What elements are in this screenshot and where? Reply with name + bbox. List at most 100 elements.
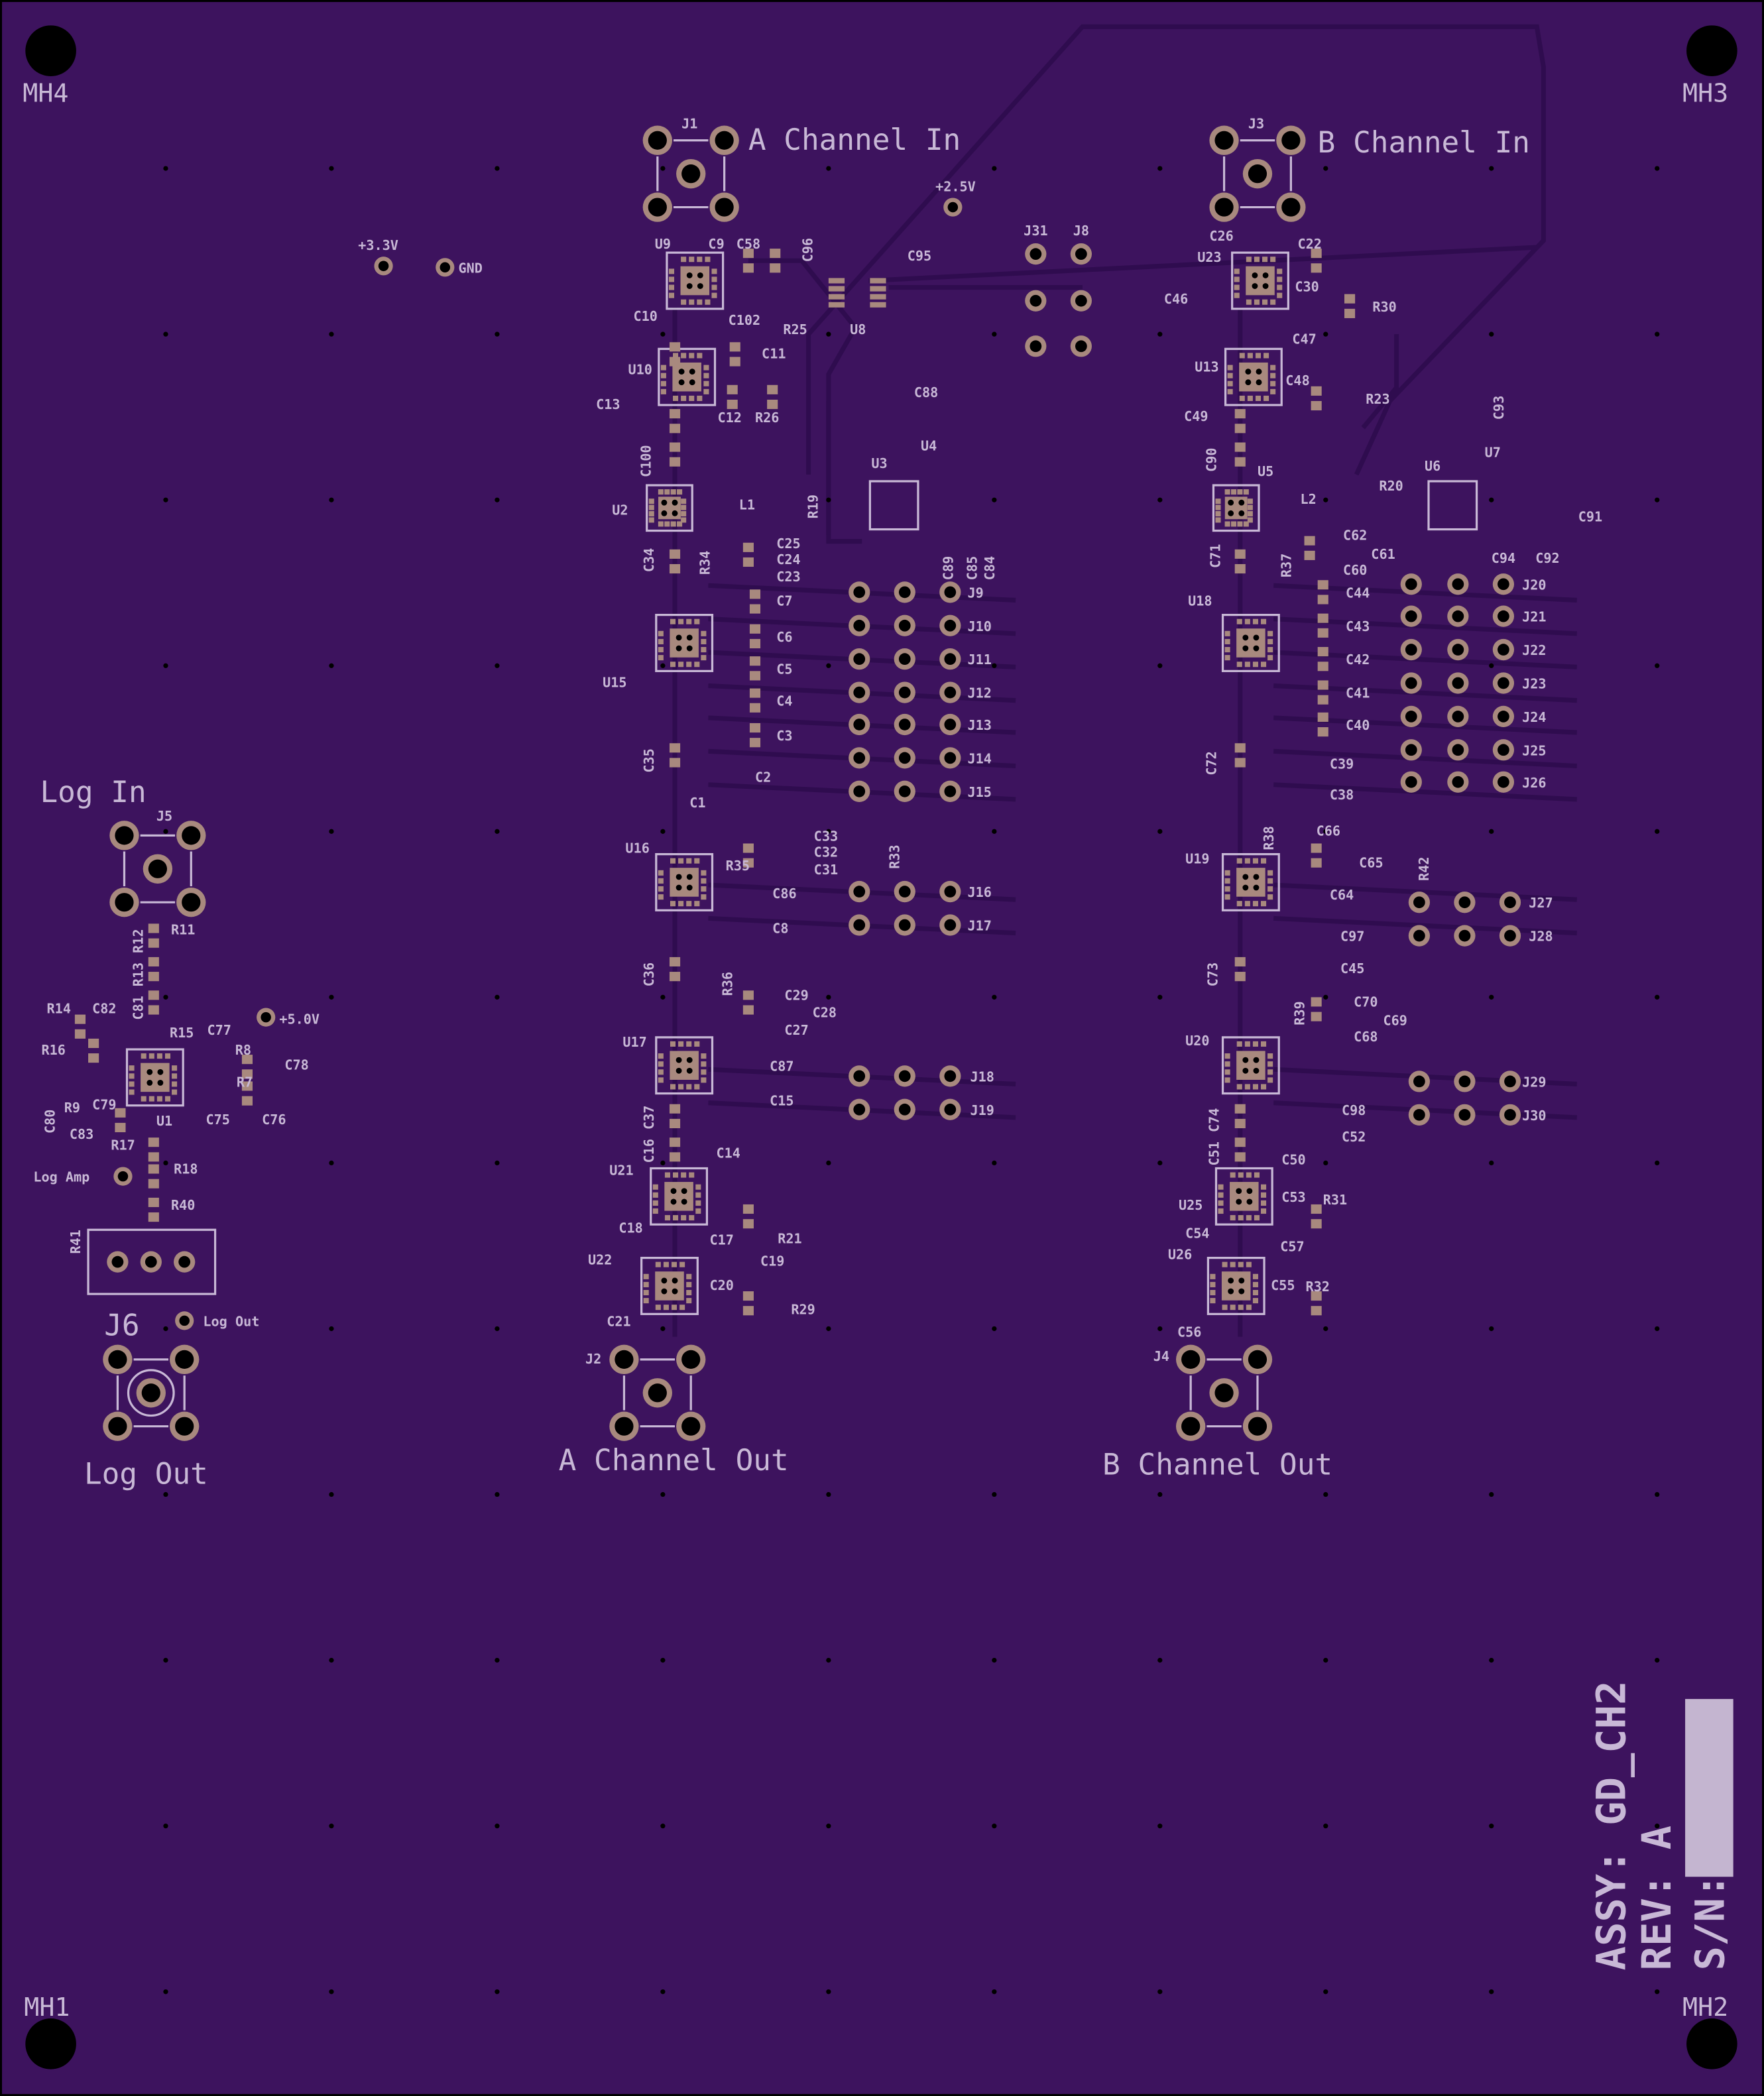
thermal-via <box>670 1188 677 1194</box>
via <box>1323 1989 1328 1995</box>
ic-qfn <box>1231 251 1289 310</box>
chip-pad <box>1234 743 1246 753</box>
chip-pad <box>770 249 781 259</box>
drill-hole <box>615 1417 634 1436</box>
ic-pin <box>1277 292 1283 298</box>
drill-hole <box>182 893 201 912</box>
via <box>163 1824 168 1829</box>
chip-pad <box>1344 308 1356 318</box>
ic-outline <box>1224 347 1283 406</box>
chip-pad <box>749 738 761 748</box>
via <box>660 1989 666 1995</box>
ic-pin <box>686 1290 692 1296</box>
thermal-via <box>147 1079 153 1086</box>
ic-pin <box>694 858 700 864</box>
ic-pin <box>1210 1298 1216 1304</box>
via <box>163 829 168 834</box>
chip-pad <box>148 1164 159 1174</box>
ic-pin <box>664 521 670 527</box>
refdes-r20: R20 <box>1379 478 1403 494</box>
thermal-via <box>1256 369 1262 375</box>
ic-pin <box>1224 521 1230 527</box>
chip-pad <box>1317 695 1328 705</box>
chip-pad <box>1311 1291 1322 1301</box>
via <box>1489 497 1494 502</box>
via <box>660 1160 666 1166</box>
refdes-r37: R37 <box>1278 553 1294 577</box>
via <box>660 1657 666 1663</box>
refdes-j22: J22 <box>1522 642 1546 658</box>
drill-hole <box>853 586 866 599</box>
refdes-r29: R29 <box>791 1301 815 1317</box>
ic-pin <box>652 1192 658 1198</box>
ic-pin <box>694 662 700 668</box>
refdes-c15: C15 <box>770 1093 794 1109</box>
thermal-via <box>1238 1277 1245 1284</box>
via <box>329 166 334 171</box>
chip-pad <box>669 957 681 966</box>
ic-pin <box>870 302 886 308</box>
refdes-u7: U7 <box>1485 445 1501 461</box>
drill-hole <box>1504 896 1516 909</box>
drill-hole <box>1498 644 1509 656</box>
refdes-c4: C4 <box>776 693 792 709</box>
refdes-c97: C97 <box>1340 929 1364 945</box>
refdes-c35: C35 <box>641 748 657 772</box>
ic-pin <box>652 1184 658 1190</box>
ic-pin <box>694 901 700 907</box>
refdes-c54: C54 <box>1185 1225 1209 1241</box>
thermal-pad <box>1236 628 1265 658</box>
ic-outline <box>655 1036 714 1095</box>
drill-hole <box>1029 340 1042 353</box>
drill-hole <box>141 1383 160 1403</box>
drill-hole <box>1452 711 1464 723</box>
ic-pin <box>652 1200 658 1206</box>
refdes-c61: C61 <box>1371 546 1395 562</box>
refdes-u17: U17 <box>622 1034 646 1050</box>
chip-pad <box>1234 1104 1246 1114</box>
title-b-channel-in: B Channel In <box>1318 126 1530 160</box>
refdes-j11: J11 <box>968 652 992 668</box>
ic-pin <box>1234 292 1240 298</box>
ic-pin <box>701 638 707 644</box>
ic-pin <box>1246 1305 1252 1310</box>
ic-qfn <box>655 1036 714 1095</box>
refdes-c39: C39 <box>1330 756 1354 772</box>
ic-pin <box>1255 395 1262 401</box>
chip-pad <box>1234 957 1246 966</box>
ic-pin <box>1218 1192 1224 1198</box>
drill-hole <box>853 619 866 632</box>
ic-pin <box>1224 638 1230 644</box>
via <box>1655 1326 1660 1332</box>
connector-j2 <box>609 1344 706 1441</box>
chip-pad <box>148 1137 159 1147</box>
via <box>660 1491 666 1497</box>
via <box>992 994 997 1000</box>
chip-pad <box>1344 294 1356 304</box>
ic-pin <box>1261 1184 1267 1190</box>
chip-pad <box>749 723 761 733</box>
title-b-channel-out: B Channel Out <box>1102 1448 1332 1482</box>
refdes-c23: C23 <box>776 569 800 585</box>
connector-j6 <box>103 1344 200 1441</box>
drill-hole <box>1504 1108 1516 1121</box>
chip-pad <box>1317 680 1328 690</box>
ic-pin <box>1270 257 1276 262</box>
refdes-c6: C6 <box>776 629 792 645</box>
tp-5v0-label: +5.0V <box>279 1012 320 1027</box>
drill-hole <box>1504 929 1516 942</box>
ic-pin <box>681 504 687 510</box>
chip-pad <box>742 843 754 853</box>
drill-hole <box>898 1070 911 1082</box>
refdes-u25: U25 <box>1179 1197 1203 1213</box>
refdes-c73: C73 <box>1205 962 1220 986</box>
ic-outline <box>640 1256 699 1315</box>
drill-hole <box>1413 1108 1425 1121</box>
ic-pin <box>681 511 687 517</box>
thermal-via <box>676 884 682 891</box>
ic-pin <box>141 1053 147 1059</box>
via <box>329 497 334 502</box>
via <box>660 1824 666 1829</box>
refdes-c62: C62 <box>1343 528 1367 544</box>
